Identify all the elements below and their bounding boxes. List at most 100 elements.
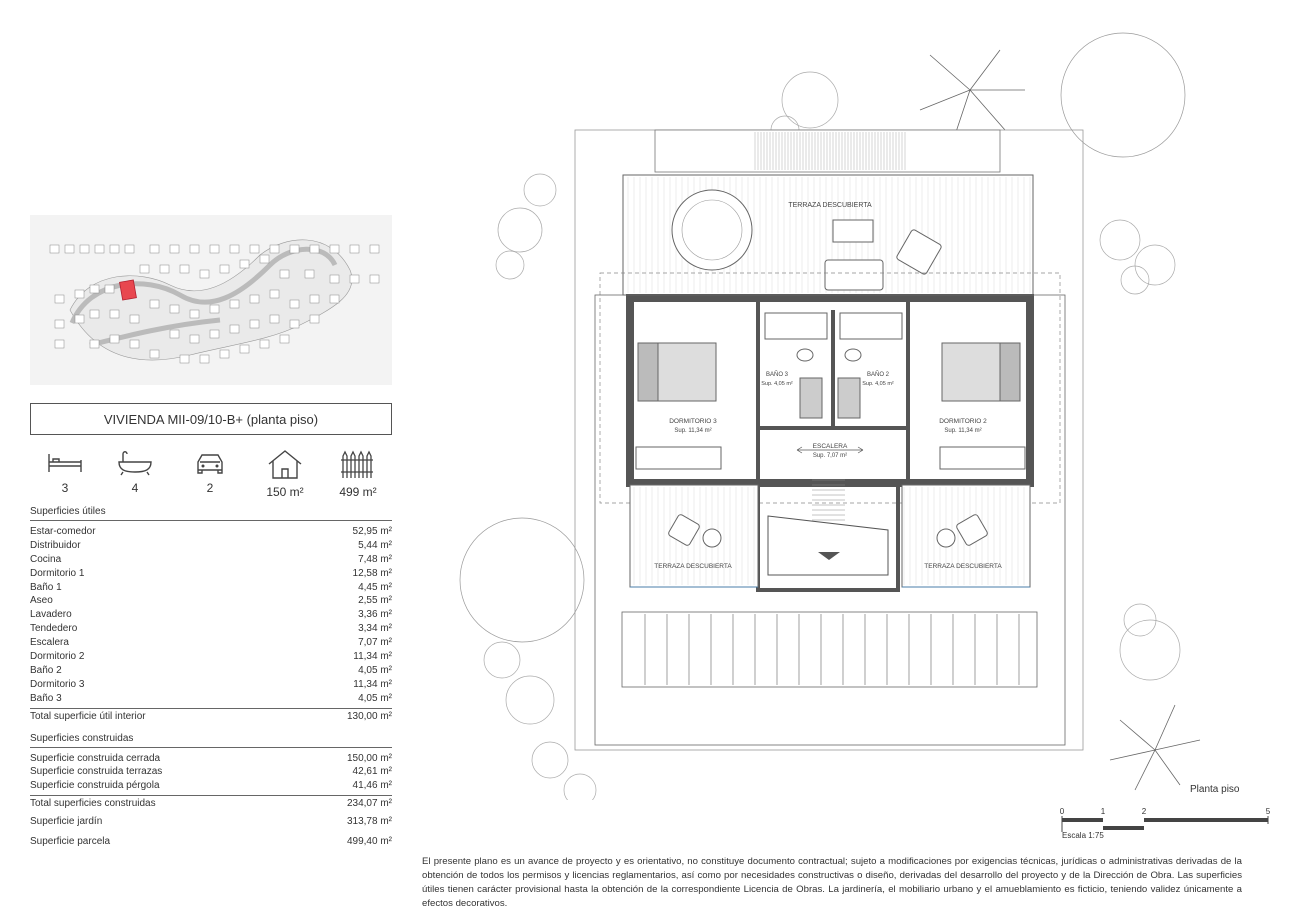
row-label: Distribuidor	[30, 539, 81, 551]
site-location-map	[30, 215, 392, 385]
table-row: Dormitorio 1 12,58 m²	[30, 567, 392, 581]
built-total-label: Total superficies construidas	[30, 798, 156, 810]
plot-area: 499 m²	[328, 448, 388, 499]
built-heading: Superficies construidas	[30, 731, 392, 748]
row-label: Dormitorio 3	[30, 678, 85, 690]
table-row: Escalera 7,07 m²	[30, 636, 392, 650]
bathtub-icon	[118, 451, 152, 476]
row-label: Tendedero	[30, 623, 78, 635]
row-label: Superficie construida pérgola	[30, 780, 160, 792]
bedroom3-label: DORMITORIO 3	[669, 418, 717, 425]
row-label: Aseo	[30, 595, 53, 607]
parking: 2	[180, 448, 240, 495]
row-value: 41,46 m²	[352, 780, 392, 792]
useful-total-value: 130,00 m²	[346, 710, 392, 722]
features-row: 3 4 2 150 m² 499 m²	[30, 448, 392, 502]
row-label: Superficie construida terrazas	[30, 766, 163, 778]
table-row: Estar-comedor 52,95 m²	[30, 525, 392, 539]
bath2-area: Sup. 4,05 m²	[862, 381, 894, 387]
row-value: 5,44 m²	[358, 539, 392, 551]
bath3-label: BAÑO 3	[766, 371, 789, 378]
table-row: Superficie construida pérgola 41,46 m²	[30, 779, 392, 793]
scale-tick-2: 2	[1142, 807, 1147, 816]
table-row: Baño 1 4,45 m²	[30, 581, 392, 595]
bathrooms: 4	[105, 448, 165, 495]
row-label: Baño 2	[30, 664, 62, 676]
row-value: 2,55 m²	[358, 595, 392, 607]
scale-tick-0: 0	[1060, 807, 1065, 816]
floor-plan: TERRAZA DESCUBIERTA DORMITORIO 3 Sup. 11…	[459, 32, 1201, 800]
bedroom2-label: DORMITORIO 2	[939, 418, 987, 425]
plot-area-value: 499 m²	[339, 485, 377, 499]
table-row: Tendedero 3,34 m²	[30, 622, 392, 636]
parcel-row: Superficie parcela 499,40 m²	[30, 832, 392, 852]
row-label: Estar-comedor	[30, 526, 96, 537]
row-label: Baño 1	[30, 581, 62, 593]
fence-icon	[341, 450, 373, 478]
table-row: Dormitorio 3 11,34 m²	[30, 678, 392, 692]
table-row: Dormitorio 2 11,34 m²	[30, 650, 392, 664]
row-label: Dormitorio 2	[30, 651, 85, 663]
row-value: 12,58 m²	[352, 567, 392, 579]
table-row: Lavadero 3,36 m²	[30, 608, 392, 622]
row-value: 42,61 m²	[352, 766, 392, 778]
built-area-value: 150 m²	[266, 485, 304, 499]
table-row: Baño 3 4,05 m²	[30, 692, 392, 706]
row-label: Baño 3	[30, 692, 62, 704]
useful-heading: Superficies útiles	[30, 504, 392, 521]
unit-title: VIVIENDA MII-09/10-B+ (planta piso)	[30, 403, 392, 435]
parking-value: 2	[206, 481, 214, 495]
built-area: 150 m²	[255, 448, 315, 499]
scale-tick-1: 1	[1101, 807, 1106, 816]
row-value: 150,00 m²	[346, 752, 392, 764]
stairs-label: ESCALERA	[813, 443, 848, 450]
bedroom3-area: Sup. 11,34 m²	[674, 428, 711, 434]
row-value: 3,36 m²	[358, 609, 392, 621]
bathrooms-value: 4	[131, 481, 139, 495]
terrace-right-label: TERRAZA DESCUBIERTA	[924, 563, 1002, 570]
bath3-area: Sup. 4,05 m²	[761, 381, 793, 387]
bath2-label: BAÑO 2	[867, 371, 890, 378]
row-value: 11,34 m²	[353, 678, 392, 690]
row-value: 11,34 m²	[353, 651, 392, 663]
floor-label: Planta piso	[1190, 784, 1240, 795]
row-value: 3,34 m²	[358, 623, 392, 635]
built-total-value: 234,07 m²	[346, 798, 392, 810]
useful-rows: Estar-comedor 52,95 m² Distribuidor 5,44 m²…	[30, 525, 392, 706]
bedrooms-value: 3	[61, 481, 69, 495]
garden-value: 313,78 m²	[346, 816, 392, 828]
table-row: Superficie construida terrazas 42,61 m²	[30, 765, 392, 779]
parcel-label: Superficie parcela	[30, 836, 111, 848]
row-label: Escalera	[30, 637, 69, 649]
bed-icon	[48, 454, 82, 472]
row-value: 4,45 m²	[358, 581, 392, 593]
row-value: 4,05 m²	[358, 664, 392, 676]
surfaces-table: Superficies útiles Estar-comedor 52,95 m²…	[30, 504, 392, 852]
row-label: Dormitorio 1	[30, 567, 85, 579]
garden-label: Superficie jardín	[30, 816, 103, 828]
garden-row: Superficie jardín 313,78 m²	[30, 812, 392, 832]
row-value: 7,07 m²	[358, 637, 392, 649]
scale-label: Escala 1:75	[1062, 831, 1104, 840]
row-label: Superficie construida cerrada	[30, 752, 161, 764]
row-label: Cocina	[30, 553, 62, 565]
bedrooms: 3	[35, 448, 95, 495]
built-total: Total superficies construidas 234,07 m²	[30, 795, 392, 812]
parcel-value: 499,40 m²	[346, 836, 392, 848]
row-value: 52,95 m²	[352, 526, 392, 537]
table-row: Superficie construida cerrada 150,00 m²	[30, 752, 392, 766]
house-icon	[268, 450, 302, 479]
terrace-top-label: TERRAZA DESCUBIERTA	[788, 202, 872, 209]
scale-bar: 0 1 2 5 Escala 1:75	[1060, 807, 1271, 840]
stairs-area: Sup. 7,07 m²	[813, 453, 847, 459]
table-row: Aseo 2,55 m²	[30, 594, 392, 608]
bedroom2-area: Sup. 11,34 m²	[944, 428, 981, 434]
terrace-left-label: TERRAZA DESCUBIERTA	[654, 563, 732, 570]
row-value: 4,05 m²	[358, 692, 392, 704]
palm-decoration	[919, 49, 1201, 791]
table-row: Distribuidor 5,44 m²	[30, 539, 392, 553]
highlighted-plot	[119, 279, 137, 301]
row-label: Lavadero	[30, 609, 72, 621]
